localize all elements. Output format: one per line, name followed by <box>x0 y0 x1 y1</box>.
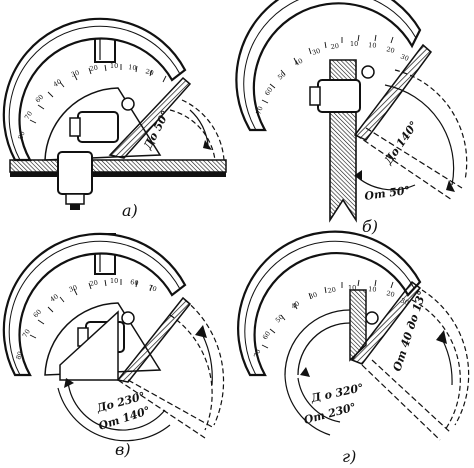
svg-text:40: 40 <box>52 78 63 89</box>
svg-text:20: 20 <box>327 286 337 295</box>
svg-text:20: 20 <box>144 67 154 77</box>
svg-text:30: 30 <box>308 291 319 301</box>
scale-ticks <box>29 64 167 124</box>
annotation-b-2: От 50° <box>364 184 411 203</box>
svg-text:30: 30 <box>70 69 81 79</box>
blade <box>116 296 192 383</box>
scale-arc <box>235 0 422 132</box>
svg-text:40: 40 <box>290 300 301 311</box>
caption-v: в) <box>115 440 131 459</box>
caption-g: г) <box>342 447 356 466</box>
annotation-b-1: До 140° <box>381 119 421 168</box>
svg-text:70: 70 <box>254 105 264 116</box>
svg-text:30: 30 <box>399 52 410 63</box>
svg-text:70: 70 <box>23 110 34 121</box>
clamp-body <box>77 111 119 143</box>
svg-text:10: 10 <box>110 277 118 285</box>
blade <box>353 43 433 141</box>
scale-arc <box>2 17 187 162</box>
svg-text:60: 60 <box>263 86 274 97</box>
blade <box>350 280 422 365</box>
svg-text:10: 10 <box>368 285 377 294</box>
panel-a: 80 70 60 40 30 20 10 10 20 До 50° а) <box>2 17 227 220</box>
panel-b: 70 60 50 40 30 20 10 10 20 30 До 140° От… <box>235 0 468 236</box>
svg-text:10: 10 <box>368 41 377 50</box>
svg-text:60: 60 <box>261 330 272 341</box>
svg-text:10: 10 <box>348 284 356 292</box>
svg-text:10: 10 <box>350 40 358 48</box>
svg-text:10: 10 <box>128 63 137 72</box>
svg-text:70: 70 <box>252 348 262 358</box>
caption-b: б) <box>362 217 378 236</box>
caption-a: а) <box>122 201 138 220</box>
scale-arc <box>237 230 422 377</box>
svg-text:60: 60 <box>34 93 46 105</box>
svg-text:50: 50 <box>276 70 287 81</box>
svg-text:70: 70 <box>147 283 157 293</box>
scale-arc <box>2 232 187 377</box>
svg-text:60: 60 <box>130 278 139 287</box>
svg-text:20: 20 <box>89 279 99 288</box>
svg-text:50: 50 <box>274 313 286 325</box>
svg-text:70: 70 <box>21 328 32 339</box>
blade <box>108 76 192 159</box>
base-ruler <box>9 159 227 173</box>
svg-text:10: 10 <box>110 62 118 70</box>
lower-clamp <box>57 151 93 195</box>
svg-text:30: 30 <box>68 283 79 294</box>
svg-text:20: 20 <box>89 64 99 73</box>
svg-text:60: 60 <box>32 308 43 320</box>
locking-screw-icon <box>121 97 135 111</box>
svg-text:80: 80 <box>16 130 26 141</box>
locking-screw-icon <box>361 65 375 79</box>
svg-text:40: 40 <box>293 57 304 68</box>
svg-text:80: 80 <box>14 350 24 360</box>
locking-screw-icon <box>121 311 135 325</box>
panel-v: 80 70 60 40 30 20 10 60 70 До 230° От 14… <box>2 232 225 459</box>
locking-screw-icon <box>365 311 379 325</box>
svg-text:40: 40 <box>49 292 60 303</box>
svg-text:20: 20 <box>386 45 396 55</box>
panel-g: 70 60 50 40 30 20 10 10 20 30 От 40 до 1… <box>237 230 470 466</box>
clamp-body <box>317 79 361 113</box>
annotation-g-1: Д о 320° <box>309 381 365 405</box>
svg-text:30: 30 <box>311 47 321 57</box>
svg-text:20: 20 <box>386 289 396 299</box>
annotation-g-2: От 230° <box>302 400 357 426</box>
svg-text:20: 20 <box>330 42 339 51</box>
